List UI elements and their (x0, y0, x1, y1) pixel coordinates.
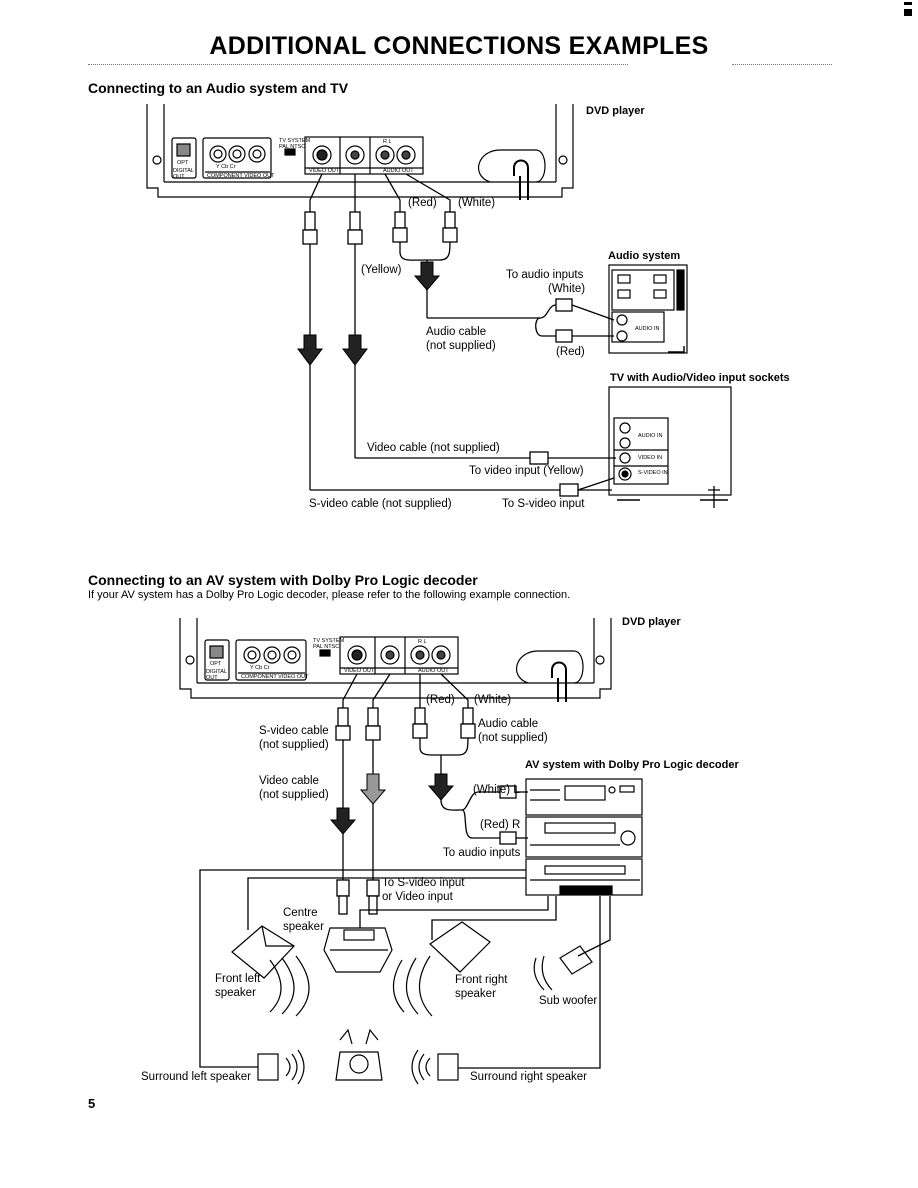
av-system-label: AV system with Dolby Pro Logic decoder (525, 759, 739, 771)
video-cable-label-1: Video cable (not supplied) (367, 442, 500, 454)
sub-woofer-label: Sub woofer (539, 995, 598, 1007)
section2-intro: If your AV system has a Dolby Pro Logic … (88, 589, 571, 601)
panel-pal-ntsc-2: PAL NTSC (313, 644, 340, 650)
dvd-player-label-1: DVD player (586, 105, 645, 117)
audio-system-in-label: AUDIO IN (635, 326, 660, 332)
audio-cable-label-2a: Audio cable (478, 718, 539, 730)
tv-svideo-in-label: S-VIDEO IN (638, 470, 668, 476)
panel-opt-2: OPT (210, 661, 222, 667)
or-video-input-label: or Video input (382, 891, 453, 903)
panel-rl-2: R L (418, 639, 427, 645)
title-rule-left (88, 64, 628, 65)
red-r-label: (Red) R (480, 819, 521, 831)
svideo-cable-label-2b: (not supplied) (259, 739, 329, 751)
section2-arrows (329, 773, 455, 835)
red-label-3: (Red) (426, 694, 455, 706)
section1-heading: Connecting to an Audio system and TV (88, 80, 349, 96)
centre-speaker-label-a: Centre (283, 907, 318, 919)
audio-system-label: Audio system (608, 250, 681, 262)
centre-speaker-label-b: speaker (283, 921, 324, 933)
tv-video-in-label: VIDEO IN (638, 455, 663, 461)
audio-system-1 (608, 264, 688, 354)
audio-cable-label-2b: (not supplied) (478, 732, 548, 744)
page-title: ADDITIONAL CONNECTIONS EXAMPLES (209, 32, 709, 60)
to-video-input-label: To video input (Yellow) (469, 465, 584, 477)
panel-component-out-1: COMPONENT VIDEO OUT (207, 173, 275, 179)
white-label-3: (White) (474, 694, 512, 706)
front-right-speaker-label-a: Front right (455, 974, 508, 986)
white-l-label: (White) L (473, 784, 520, 796)
white-label-2: (White) (548, 283, 586, 295)
to-svideo-input-label-2: To S-video input (382, 877, 465, 889)
dvd-player-label-2: DVD player (622, 616, 681, 628)
page-tab-marker (904, 2, 912, 16)
tv-set (608, 386, 732, 508)
red-label-2: (Red) (556, 346, 585, 358)
section1-arrows (297, 261, 441, 366)
svideo-cable-label-2a: S-video cable (259, 725, 329, 737)
front-left-speaker-label-a: Front left (215, 973, 261, 985)
panel-pal-ntsc-1: PAL NTSC (279, 144, 306, 150)
tv-label: TV with Audio/Video input sockets (610, 372, 790, 384)
yellow-label-1: (Yellow) (361, 264, 402, 276)
panel-ycbcr-1: Y Cb Cr (216, 164, 236, 170)
svideo-cable-label-1: S-video cable (not supplied) (309, 498, 452, 510)
av-system (525, 778, 643, 896)
panel-video-out-1: VIDEO OUT (309, 168, 340, 174)
video-cable-label-2b: (not supplied) (259, 789, 329, 801)
panel-digital-out-1: DIGITAL OUT (173, 168, 194, 180)
panel-digital-out-2: DIGITAL OUT (206, 669, 227, 681)
panel-video-out-2: VIDEO OUT (344, 668, 375, 674)
panel-tv-system-1: TV SYSTEM (279, 138, 311, 144)
tv-audio-in-label: AUDIO IN (638, 433, 663, 439)
panel-audio-out-1: AUDIO OUT (383, 168, 414, 174)
section2-heading: Connecting to an AV system with Dolby Pr… (88, 572, 478, 588)
panel-ycbcr-2: Y Cb Cr (250, 665, 270, 671)
video-cable-label-2a: Video cable (259, 775, 319, 787)
to-audio-inputs-1: To audio inputs (506, 269, 584, 281)
surround-left-speaker-label: Surround left speaker (141, 1071, 251, 1083)
to-svideo-input-label-1: To S-video input (502, 498, 585, 510)
to-audio-inputs-2: To audio inputs (443, 847, 521, 859)
dvd-player-1 (146, 104, 574, 200)
white-label-1: (White) (458, 197, 496, 209)
speakers (231, 921, 593, 1085)
red-label-1: (Red) (408, 197, 437, 209)
surround-right-speaker-label: Surround right speaker (470, 1071, 587, 1083)
panel-audio-out-2: AUDIO OUT (418, 668, 449, 674)
front-left-speaker-label-b: speaker (215, 987, 256, 999)
dvd-player-2 (179, 618, 612, 702)
front-right-speaker-label-b: speaker (455, 988, 496, 1000)
page-number: 5 (88, 1096, 96, 1111)
panel-component-out-2: COMPONENT VIDEO OUT (241, 674, 309, 680)
panel-tv-system-2: TV SYSTEM (313, 638, 345, 644)
panel-rl-1: R L (383, 139, 392, 145)
not-supplied-label-1: (not supplied) (426, 340, 496, 352)
title-rule-right (732, 64, 832, 65)
panel-opt-1: OPT (177, 160, 189, 166)
audio-cable-label-1: Audio cable (426, 326, 487, 338)
